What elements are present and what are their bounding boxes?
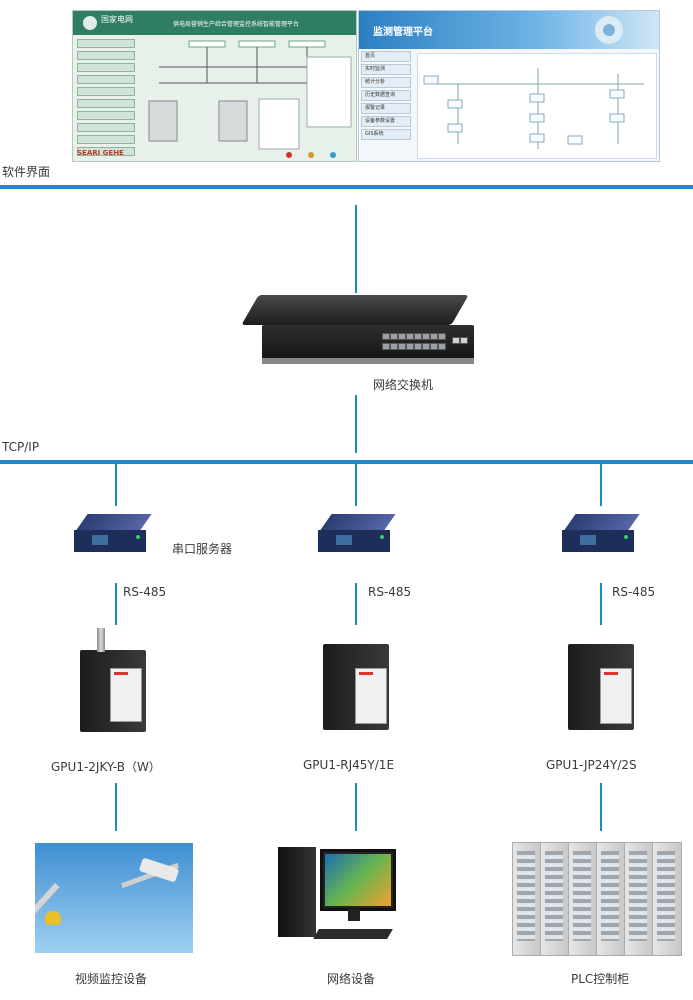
network-switch-icon bbox=[262, 325, 474, 359]
protocol-label-3: RS-485 bbox=[612, 585, 656, 599]
network-switch-top bbox=[241, 295, 469, 325]
branch-line-3c bbox=[600, 783, 602, 831]
topology-diagram bbox=[148, 40, 352, 158]
software-screenshot-monitoring-platform: 监测管理平台 首页 实时监测 统计分析 历史数据查询 报警记录 设备参数设置 G… bbox=[358, 10, 660, 162]
sidebar-menu bbox=[77, 39, 135, 159]
branch-line-1a bbox=[115, 464, 117, 506]
serial-server-label: 串口服务器 bbox=[172, 542, 233, 556]
protocol-label-1: RS-485 bbox=[123, 585, 167, 599]
coax-connector-icon bbox=[97, 628, 105, 652]
network-equipment-image bbox=[278, 847, 396, 957]
surge-protector-device-2 bbox=[323, 644, 389, 730]
serial-server-icon bbox=[318, 514, 396, 554]
model-label-3: GPU1-JP24Y/2S bbox=[546, 758, 637, 772]
device-tree-diagram bbox=[423, 68, 644, 149]
branch-line-1b bbox=[115, 583, 117, 625]
tcpip-bus-line bbox=[0, 460, 693, 464]
plc-cabinet-image bbox=[512, 842, 682, 962]
software-screenshot-grid-platform: 国家电网 供电局营销生产综合管理监控系统智能管理平台 SEARI GEHE bbox=[72, 10, 357, 162]
branch-line-2c bbox=[355, 783, 357, 831]
screenshot-header: 国家电网 供电局营销生产综合管理监控系统智能管理平台 bbox=[73, 11, 356, 35]
window-title: 监测管理平台 bbox=[373, 27, 433, 38]
video-surveillance-image bbox=[35, 843, 193, 953]
branch-line-3a bbox=[600, 464, 602, 506]
sidebar-menu: 首页 实时监测 统计分析 历史数据查询 报警记录 设备参数设置 GIS系统 bbox=[361, 51, 411, 142]
model-label-1: GPU1-2JKY-B（W） bbox=[51, 760, 161, 774]
branch-line-1c bbox=[115, 783, 117, 831]
menu-item[interactable]: 首页 bbox=[361, 51, 411, 62]
state-grid-logo-icon bbox=[83, 16, 97, 30]
endpoint-label-1: 视频监控设备 bbox=[75, 972, 148, 986]
switch-uplink-line bbox=[355, 205, 357, 293]
screenshot-header: 监测管理平台 bbox=[359, 11, 659, 49]
switch-label: 网络交换机 bbox=[373, 378, 434, 392]
footer-brand: SEARI GEHE bbox=[77, 149, 124, 157]
switch-downlink-line bbox=[355, 395, 357, 453]
menu-item[interactable]: 历史数据查询 bbox=[361, 90, 411, 101]
serial-server-icon bbox=[562, 514, 640, 554]
branch-line-2a bbox=[355, 464, 357, 506]
endpoint-label-3: PLC控制柜 bbox=[571, 972, 630, 986]
branch-line-2b bbox=[355, 583, 357, 625]
decorative-gear-icon bbox=[595, 16, 623, 44]
protocol-label-2: RS-485 bbox=[368, 585, 412, 599]
top-bus-line bbox=[0, 185, 693, 189]
tcpip-label: TCP/IP bbox=[2, 440, 40, 454]
menu-item[interactable]: 报警记录 bbox=[361, 103, 411, 114]
branch-line-3b bbox=[600, 583, 602, 625]
software-interface-label: 软件界面 bbox=[2, 165, 51, 179]
surge-protector-device-1 bbox=[80, 650, 146, 732]
topology-panel bbox=[417, 53, 657, 159]
menu-item[interactable]: 实时监测 bbox=[361, 64, 411, 75]
surge-protector-device-3 bbox=[568, 644, 634, 730]
serial-server-icon bbox=[74, 514, 152, 554]
menu-item[interactable]: 设备参数设置 bbox=[361, 116, 411, 127]
menu-item[interactable]: 统计分析 bbox=[361, 77, 411, 88]
model-label-2: GPU1-RJ45Y/1E bbox=[303, 758, 395, 772]
window-title: 供电局营销生产综合管理监控系统智能管理平台 bbox=[173, 21, 300, 28]
switch-base bbox=[262, 358, 474, 364]
brand-title: 国家电网 bbox=[101, 15, 133, 24]
menu-item[interactable]: GIS系统 bbox=[361, 129, 411, 140]
endpoint-label-2: 网络设备 bbox=[327, 972, 376, 986]
